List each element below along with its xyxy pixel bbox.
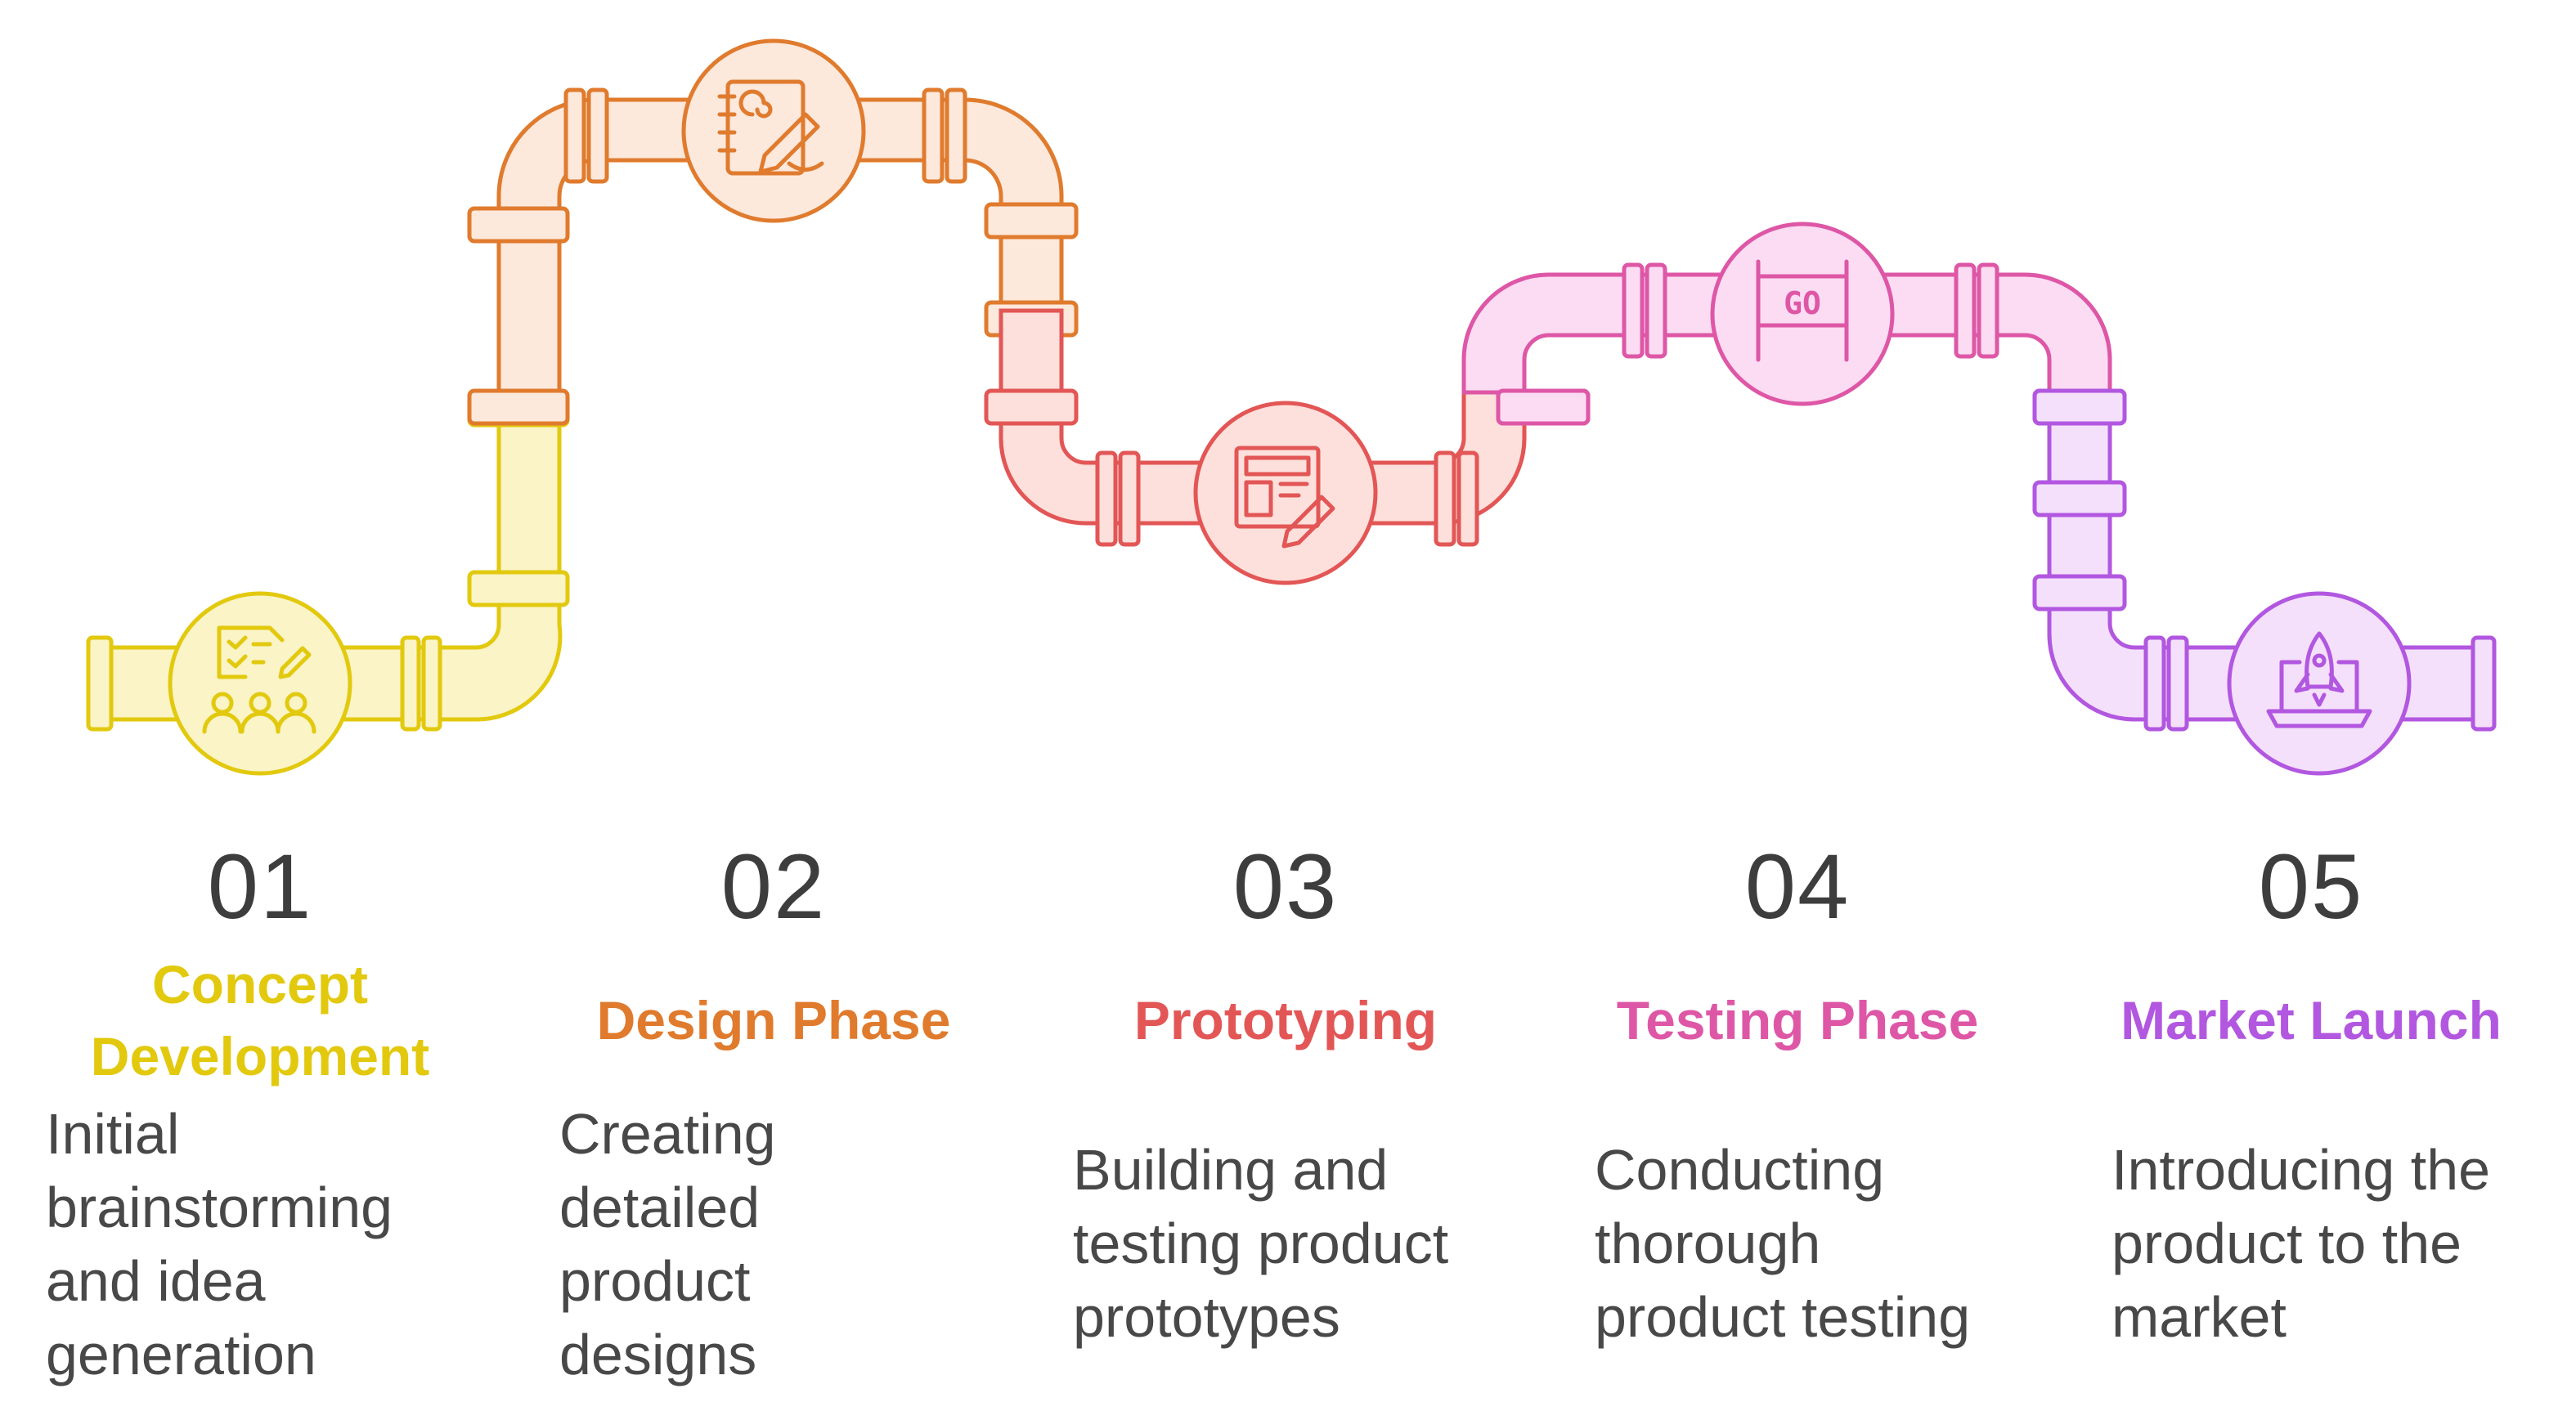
step-title-line: Market Launch [2082, 984, 2540, 1056]
desc-line: product to the [2112, 1207, 2490, 1280]
desc-line: designs [559, 1318, 776, 1391]
step-description: Introducing the product to the market [2112, 1133, 2490, 1354]
step-description: Building and testing product prototypes [1073, 1133, 1448, 1354]
step-description: Creating detailed product designs [559, 1097, 776, 1391]
node-launch [2229, 594, 2409, 773]
desc-line: product [559, 1244, 776, 1318]
go-sign-text: GO [1784, 285, 1821, 321]
step-title: Market Launch [2082, 984, 2540, 1056]
step-title: Design Phase [545, 984, 1003, 1056]
step-title-line: Prototyping [1057, 984, 1515, 1056]
desc-line: Building and [1073, 1133, 1448, 1207]
step-number: 01 [31, 834, 489, 940]
desc-line: detailed [559, 1171, 776, 1244]
step-title-line: Concept [31, 948, 489, 1020]
desc-line: Initial [46, 1097, 393, 1171]
node-testing: GO [1712, 224, 1892, 404]
desc-line: Introducing the [2112, 1133, 2490, 1207]
desc-line: market [2112, 1280, 2490, 1354]
desc-line: brainstorming [46, 1171, 393, 1244]
desc-line: product testing [1595, 1280, 1970, 1354]
desc-line: generation [46, 1318, 393, 1391]
desc-line: testing product [1073, 1207, 1448, 1280]
step-title: Prototyping [1057, 984, 1515, 1056]
node-design [684, 41, 864, 221]
step-title: Concept Development [31, 948, 489, 1092]
desc-line: Creating [559, 1097, 776, 1171]
step-title-line: Testing Phase [1568, 984, 2026, 1056]
step-number: 04 [1568, 834, 2026, 940]
step-number: 03 [1057, 834, 1515, 940]
step-title-line: Design Phase [545, 984, 1003, 1056]
desc-line: Conducting [1595, 1133, 1970, 1207]
step-number: 05 [2082, 834, 2540, 940]
node-concept [170, 594, 350, 773]
desc-line: thorough [1595, 1207, 1970, 1280]
step-description: Initial brainstorming and idea generatio… [46, 1097, 393, 1391]
step-number: 02 [545, 834, 1003, 940]
desc-line: prototypes [1073, 1280, 1448, 1354]
desc-line: and idea [46, 1244, 393, 1318]
step-description: Conducting thorough product testing [1595, 1133, 1970, 1354]
node-prototyping [1196, 403, 1376, 583]
step-title: Testing Phase [1568, 984, 2026, 1056]
step-title-line: Development [31, 1020, 489, 1092]
